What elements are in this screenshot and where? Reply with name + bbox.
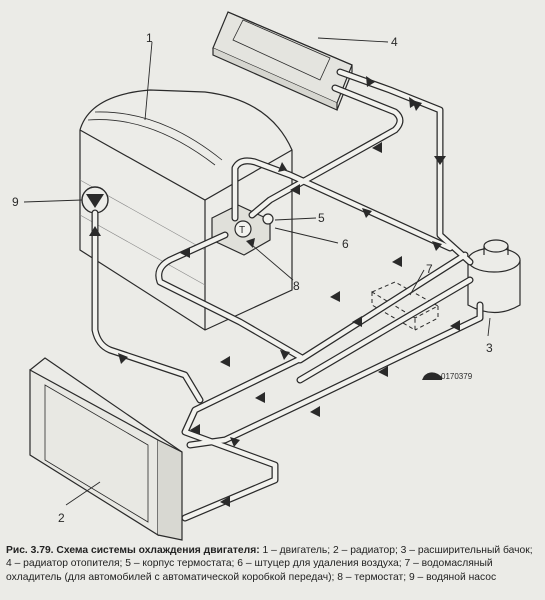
flow-arrow	[230, 437, 240, 447]
flow-arrows	[89, 76, 460, 507]
caption-text: 1 – двигатель; 2 – радиатор; 3 – расшири…	[6, 545, 533, 583]
oil-cooler	[370, 281, 440, 331]
heater-radiator	[212, 11, 353, 111]
car-icon	[422, 372, 442, 380]
hoses	[91, 68, 484, 522]
flow-arrow	[366, 76, 375, 87]
flow-arrow	[220, 496, 230, 507]
radiator	[29, 357, 183, 541]
flow-arrow	[190, 424, 200, 435]
flow-arrow	[255, 392, 265, 403]
leader-lines	[23, 37, 491, 506]
flow-arrow	[330, 291, 340, 302]
flow-arrow	[412, 100, 422, 111]
label-oil-cooler: 7	[426, 262, 433, 276]
flow-arrow	[280, 350, 290, 360]
drawing-code: 0170379	[422, 372, 473, 381]
flow-arrow	[362, 208, 372, 218]
water-pump	[81, 186, 109, 214]
flow-arrow	[180, 247, 190, 258]
label-heater-radiator: 4	[391, 35, 398, 49]
flow-arrow	[372, 142, 382, 153]
label-engine: 1	[146, 31, 153, 45]
label-expansion-tank: 3	[486, 341, 493, 355]
flow-arrow	[220, 356, 230, 367]
flow-arrow	[450, 320, 460, 331]
flow-arrow	[352, 316, 362, 327]
figure-caption: Рис. 3.79. Схема системы охлаждения двиг…	[6, 544, 538, 584]
svg-text:T: T	[239, 225, 245, 236]
flow-arrow	[278, 162, 287, 172]
label-air-bleed-fitting: 6	[342, 237, 349, 251]
flow-arrow	[392, 256, 402, 267]
engine	[79, 89, 293, 331]
flow-arrow	[290, 184, 300, 195]
flow-arrow	[378, 366, 388, 377]
label-thermostat: 8	[293, 279, 300, 293]
drawing-code-text: 0170379	[441, 372, 473, 381]
flow-arrow	[432, 241, 442, 251]
flow-arrow	[118, 353, 128, 364]
expansion-tank	[467, 239, 521, 314]
flow-arrow	[434, 156, 446, 165]
flow-arrow	[310, 406, 320, 417]
label-thermostat-housing: 5	[318, 211, 325, 225]
flow-arrow	[89, 226, 101, 236]
label-radiator: 2	[58, 511, 65, 525]
label-water-pump: 9	[12, 195, 19, 209]
caption-title: Рис. 3.79. Схема системы охлаждения двиг…	[6, 545, 260, 556]
